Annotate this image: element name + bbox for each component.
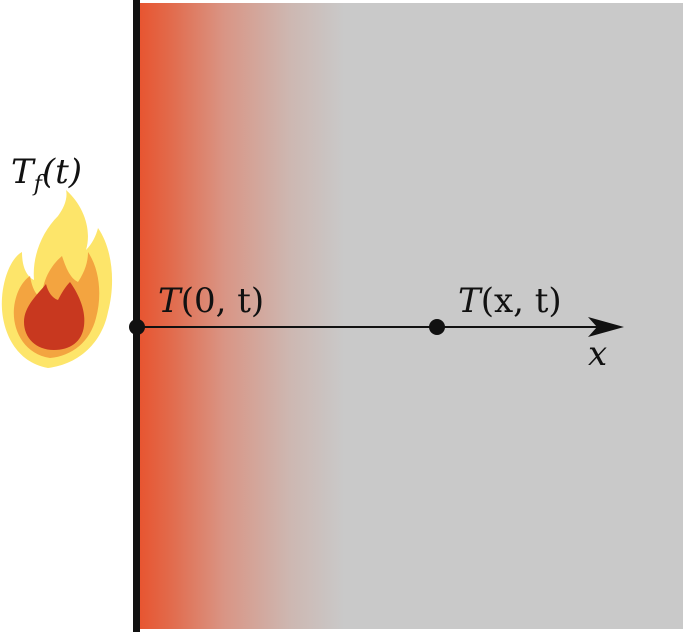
flame-temperature-argument: (t) [42,152,82,192]
x-axis-variable-label: x [588,334,607,374]
flame-inner [24,282,85,350]
flame-icon [1,190,113,368]
surface-temperature-label: T(0, t) [158,281,264,321]
interior-temperature-argument: (x, t) [481,281,562,321]
arrowhead-icon [588,317,624,337]
surface-point-marker [129,319,145,335]
surface-temperature-argument: (0, t) [181,281,264,321]
interior-temperature-label: T(x, t) [458,281,562,321]
flame-temperature-label: Tf(t) [11,152,82,197]
interior-temperature-symbol: T [458,281,483,321]
flame-temperature-symbol: T [11,152,36,192]
interior-point-marker [429,319,445,335]
surface-temperature-symbol: T [158,281,183,321]
solid-medium [137,3,683,629]
wall-boundary [133,0,140,632]
